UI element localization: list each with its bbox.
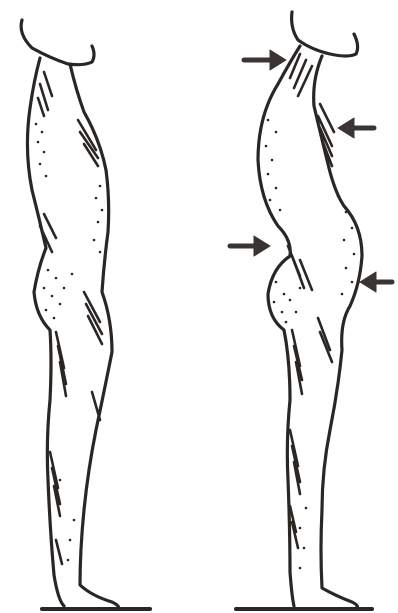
- left-figure-back-outline: [27, 58, 64, 606]
- arrow-abdomen: [360, 272, 392, 292]
- figure-normal-posture: [21, 20, 118, 608]
- arrow-lower-back: [230, 236, 270, 256]
- arrow-chest: [338, 118, 374, 138]
- right-figure-shading: [288, 54, 334, 548]
- left-figure-stipple: [35, 123, 104, 562]
- figure-poor-posture: [258, 12, 362, 608]
- left-figure-neck: [21, 20, 94, 65]
- arrow-upper-back: [244, 50, 286, 70]
- right-figure-neck: [292, 12, 358, 56]
